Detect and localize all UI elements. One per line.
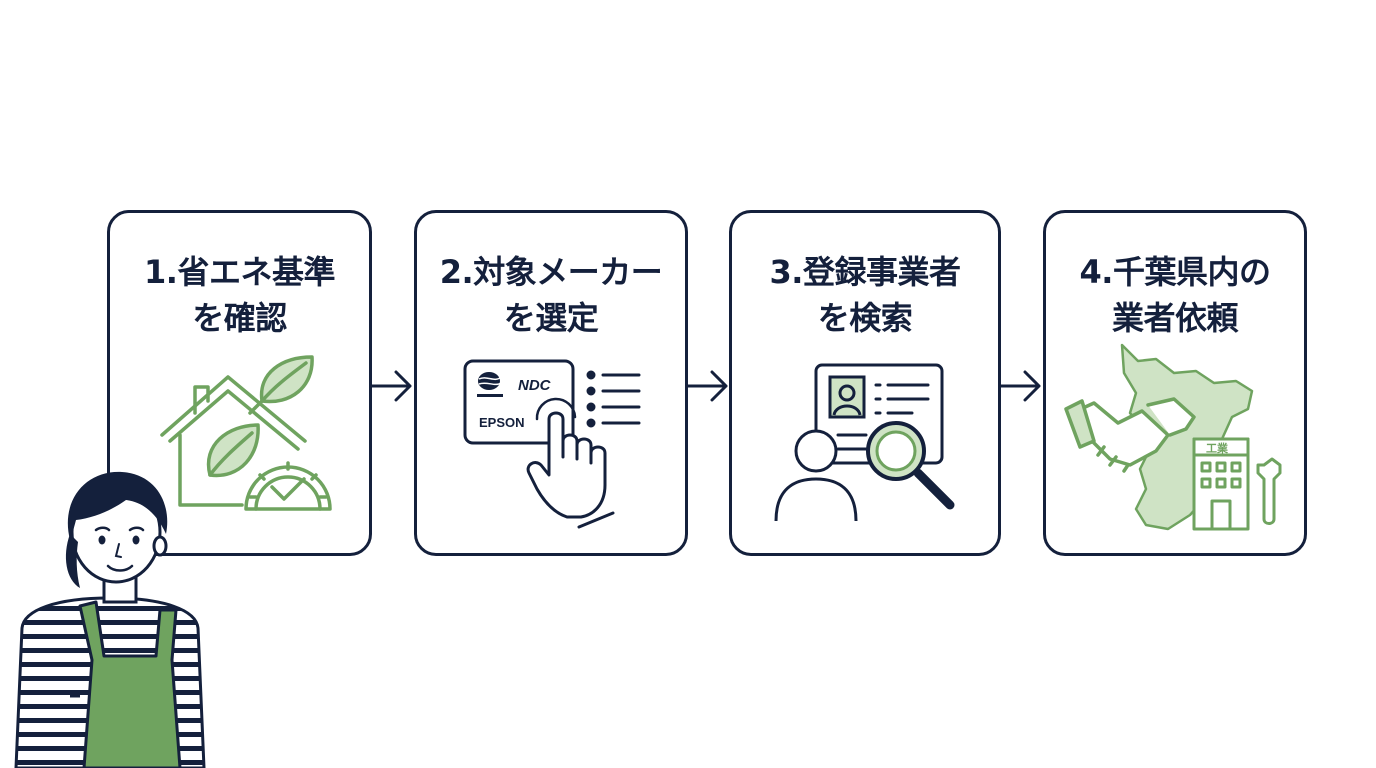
step-title-2-line1: 2.対象メーカー [439,253,663,291]
factory-sign-text: 工業 [1206,441,1229,455]
step-title-4-line1: 4.千葉県内の [1079,253,1271,291]
house-leaf-icon [160,355,332,511]
step-card-3: 3.登録事業者 を検索 [729,210,1001,556]
hair [67,471,168,540]
search-business-illustration [774,363,955,522]
maker-select-illustration: NDC EPSON [463,359,641,529]
step-card-2: 2.対象メーカー を選定 NDC EPSON [414,210,688,556]
step-title-2-line2: を選定 [503,299,599,337]
handshake-icon [1064,397,1196,473]
gauge-check-icon [244,461,332,511]
step-title-2: 2.対象メーカー を選定 [417,249,685,341]
arrow-right-icon [1001,370,1041,402]
magnifier-icon [866,421,955,510]
hand-pointer-icon [526,411,607,519]
step-title-4-line2: 業者依頼 [1111,299,1239,337]
arrow-right-icon [372,370,412,402]
wrench-icon [1256,457,1282,525]
step-title-3-line1: 3.登録事業者 [769,253,961,291]
list-icon [586,370,641,428]
factory-icon [1192,437,1250,531]
step-card-4: 4.千葉県内の 業者依頼 工業 [1043,210,1307,556]
step-title-1: 1.省エネ基準 を確認 [110,249,369,341]
step-title-1-line2: を確認 [192,299,287,337]
user-icon [774,429,858,522]
worker-character [14,471,206,768]
step-title-3: 3.登録事業者 を検索 [732,249,998,341]
step-title-3-line2: を検索 [817,299,913,337]
epson-logo-text: EPSON [479,415,525,430]
step-title-4: 4.千葉県内の 業者依頼 [1046,249,1304,341]
ndc-logo-text: NDC [518,377,552,394]
chiba-request-illustration: 工業 [1064,343,1282,531]
arrow-right-icon [688,370,728,402]
step-title-1-line1: 1.省エネ基準 [144,253,335,291]
apron [78,600,182,768]
maker-logo-icon [477,372,503,397]
